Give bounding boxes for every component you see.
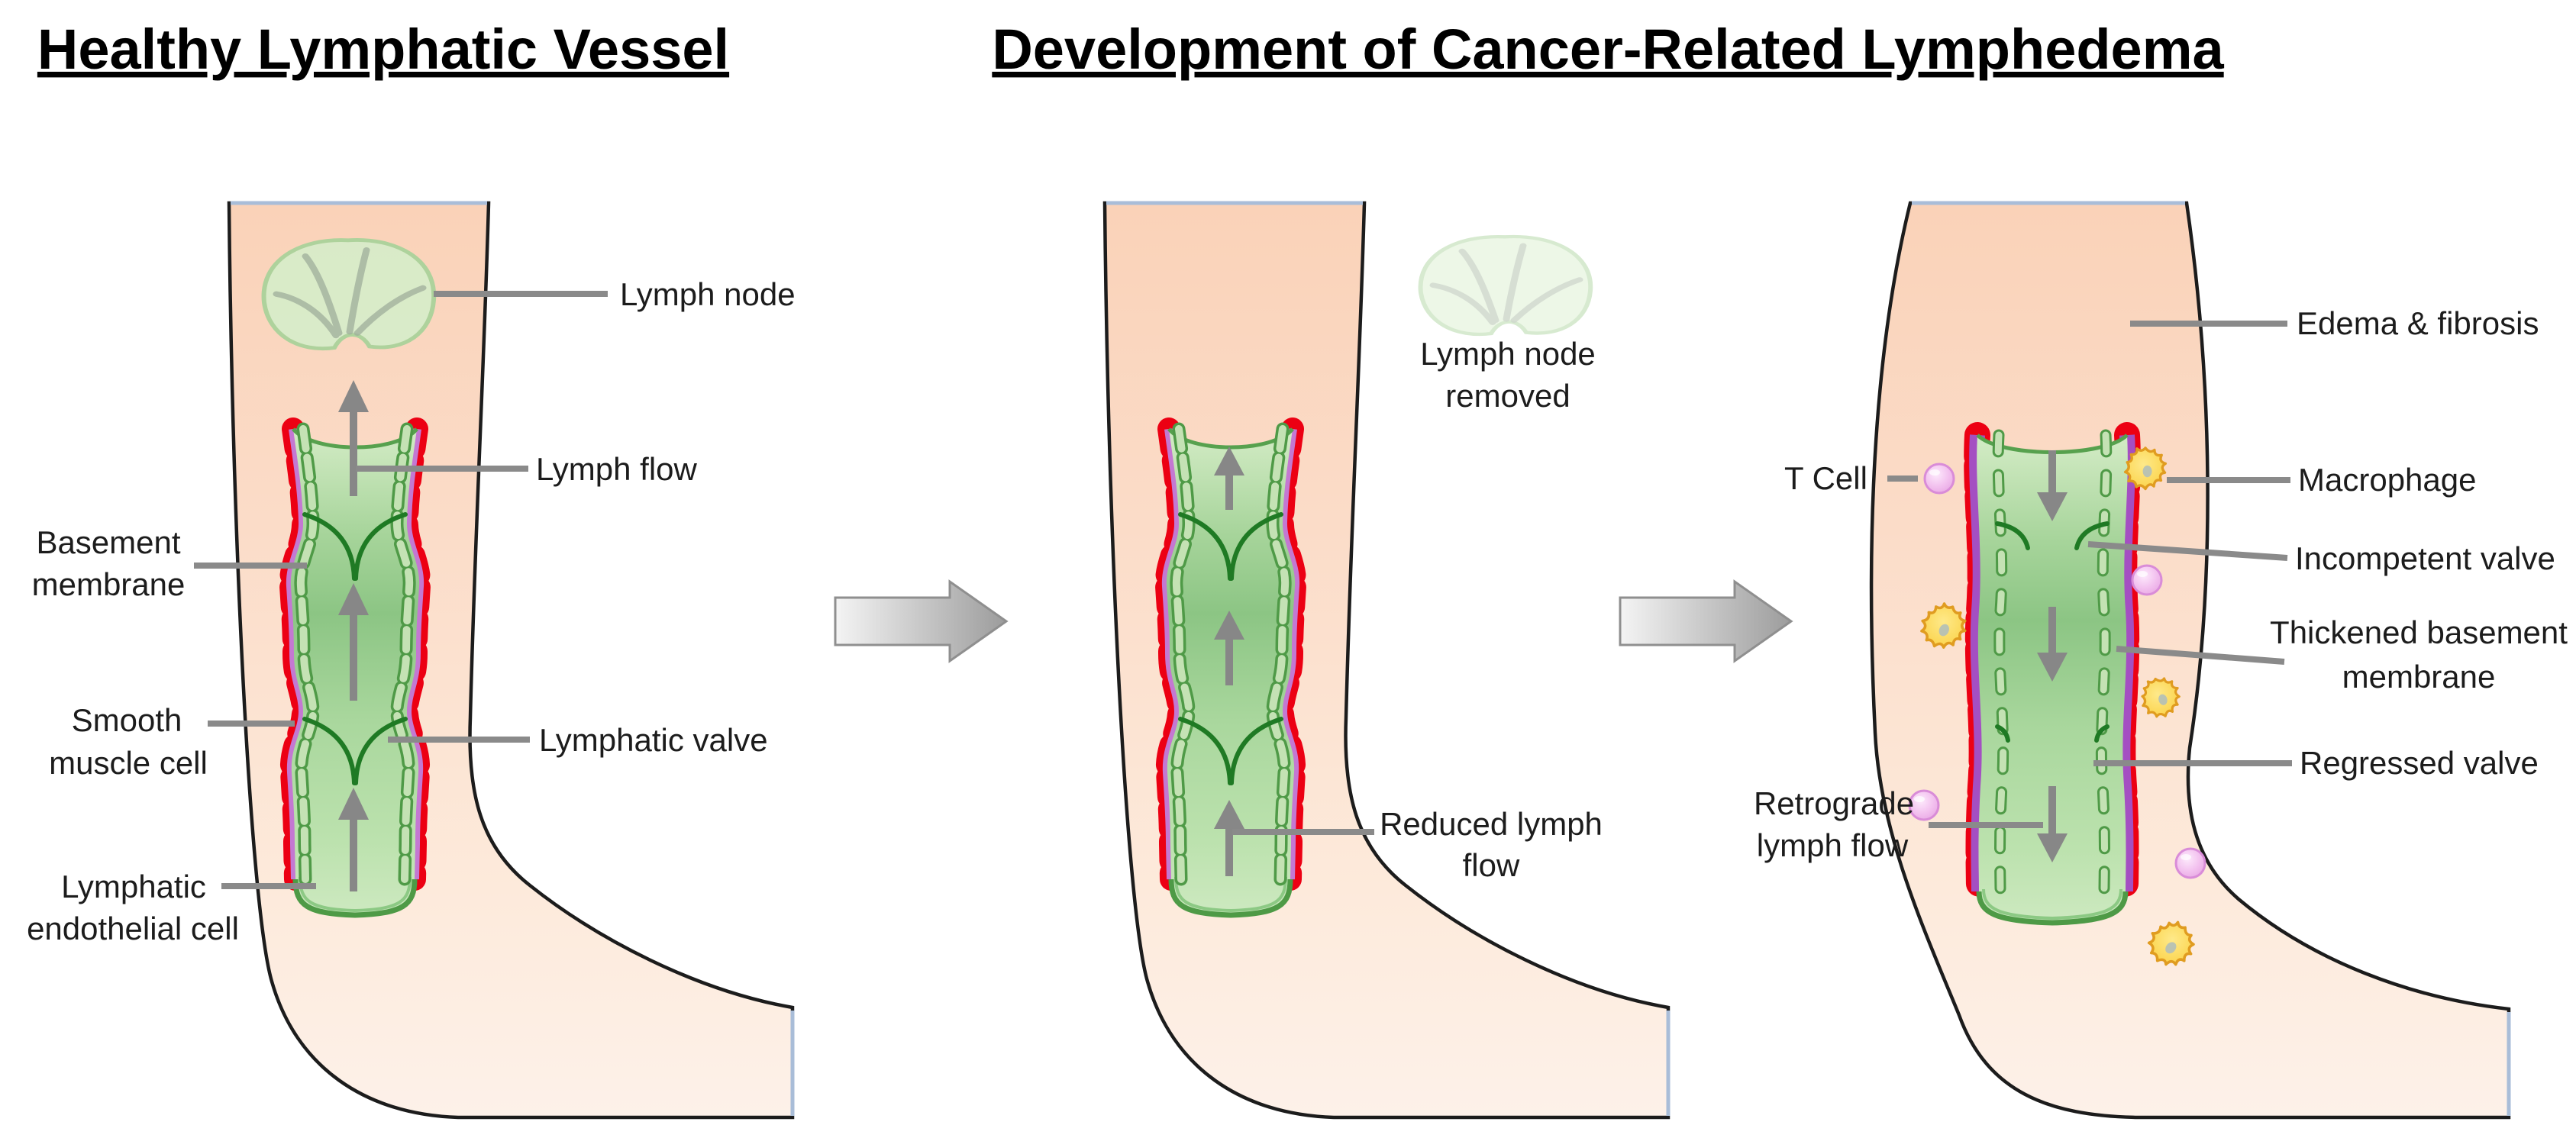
- label-reduced-line2: flow: [1463, 847, 1520, 883]
- t-cell: [1923, 463, 1955, 495]
- label-reduced-line1: Reduced lymph: [1380, 806, 1603, 842]
- incompetent-valve-leaflet: [1995, 521, 2030, 550]
- label-thickened-line2: membrane: [2342, 659, 2496, 695]
- label-node-removed-line2: removed: [1445, 378, 1570, 414]
- label-t-cell: T Cell: [1784, 460, 1867, 496]
- t-cell: [2174, 847, 2206, 879]
- t-cell: [2131, 564, 2163, 596]
- label-node-removed-line1: Lymph node: [1420, 336, 1596, 372]
- panel-lymphedema: Edema & fibrosis T Cell Macrophage Incom…: [1754, 201, 2568, 1120]
- label-smooth-line2: muscle cell: [49, 745, 208, 781]
- label-regressed-valve: Regressed valve: [2300, 745, 2539, 781]
- label-lymph-flow: Lymph flow: [536, 451, 698, 487]
- panel-healthy: Lymph node Lymph flow Basement membrane …: [27, 201, 796, 1117]
- panel-node-removed: Lymph node removed Reduced lymph flow: [1105, 201, 1671, 1117]
- label-lymph-node: Lymph node: [620, 276, 796, 312]
- label-endothelial-line2: endothelial cell: [27, 911, 239, 946]
- lymph-flow-arrow: [338, 380, 369, 496]
- label-basement-line2: membrane: [32, 566, 186, 602]
- label-retrograde-line2: lymph flow: [1757, 827, 1909, 863]
- reduced-flow-arrow: [1214, 446, 1244, 510]
- sparse-endothelial-cells-fill: [1994, 431, 2110, 895]
- label-macrophage: Macrophage: [2298, 462, 2476, 498]
- label-basement-line1: Basement: [36, 524, 180, 560]
- label-edema: Edema & fibrosis: [2297, 305, 2539, 341]
- retrograde-flow-arrow: [2037, 786, 2068, 862]
- leader-thickened-membrane: [2116, 646, 2285, 665]
- regressed-valve-remnant: [1995, 724, 2010, 743]
- label-thickened-line1: Thickened basement: [2270, 614, 2568, 650]
- reduced-flow-arrow: [1214, 611, 1244, 685]
- title-lymphedema: Development of Cancer-Related Lymphedema: [992, 18, 2224, 81]
- reduced-flow-arrow: [1214, 800, 1244, 876]
- vessel-bottom-cap-inner: [1982, 888, 2122, 920]
- label-lymphatic-valve: Lymphatic valve: [539, 722, 768, 758]
- transition-arrow-2: [1619, 579, 1793, 663]
- retrograde-flow-arrow: [2037, 607, 2068, 682]
- label-endothelial-line1: Lymphatic: [61, 869, 206, 904]
- lymph-flow-arrow: [338, 583, 369, 701]
- label-retrograde-line1: Retrograde: [1754, 785, 1914, 821]
- removed-lymph-node: [1421, 237, 1591, 334]
- title-healthy: Healthy Lymphatic Vessel: [37, 18, 729, 81]
- retrograde-flow-arrow: [2037, 450, 2068, 521]
- vessel-bottom-cap: [1976, 891, 2129, 926]
- label-incompetent-valve: Incompetent valve: [2295, 540, 2555, 576]
- label-smooth-line1: Smooth: [72, 702, 182, 738]
- regressed-valve-remnant: [2094, 724, 2110, 743]
- lymph-node: [264, 240, 434, 348]
- transition-arrow-1: [834, 579, 1009, 663]
- incompetent-valve-leaflet: [2074, 521, 2110, 550]
- lymph-flow-arrow: [338, 788, 369, 891]
- leader-incompetent-valve: [2087, 541, 2288, 561]
